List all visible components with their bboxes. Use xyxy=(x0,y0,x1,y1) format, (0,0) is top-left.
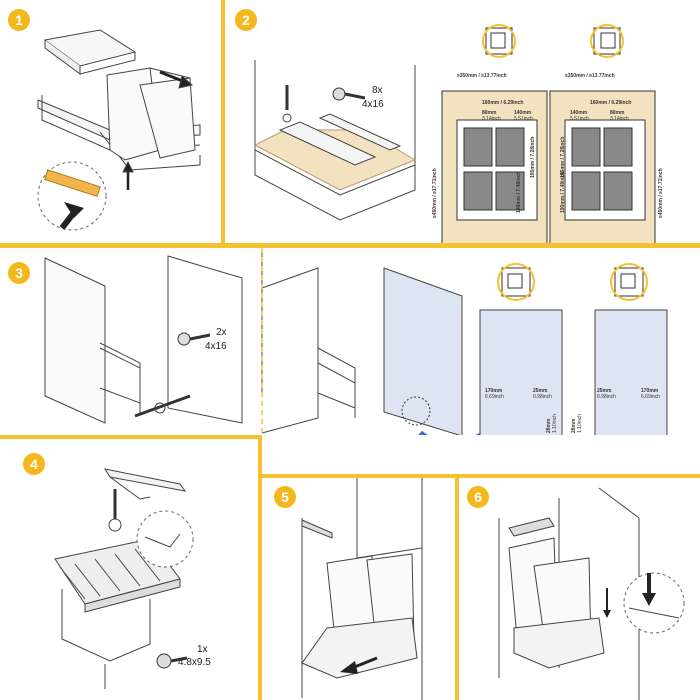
step-3-illustration: 2x 4x16 170mm 6.69inch 25mm 0.98inch 28m… xyxy=(44,248,668,435)
cabinet-diagram-left: ≥350mm / ≥13.77inch 160mm / 6.29inch 80m… xyxy=(432,24,548,243)
svg-text:25mm: 25mm xyxy=(533,388,548,394)
step-3-badge: 3 xyxy=(8,262,30,284)
svg-text:3.14inch: 3.14inch xyxy=(482,116,501,122)
divider-v-top xyxy=(221,0,225,243)
divider-v-bottom xyxy=(455,474,459,700)
step-3-panel: 2x 4x16 170mm 6.69inch 25mm 0.98inch 28m… xyxy=(0,248,700,435)
step-1-badge: 1 xyxy=(8,9,30,31)
svg-text:140mm: 140mm xyxy=(570,110,588,116)
screw-icon xyxy=(177,332,211,346)
svg-text:190mm / 7.48inch: 190mm / 7.48inch xyxy=(516,172,522,213)
step4-screw-size: 4.8x9.5 xyxy=(178,657,211,668)
step-5-badge: 5 xyxy=(274,486,296,508)
svg-text:185mm / 7.28inch: 185mm / 7.28inch xyxy=(560,137,566,178)
svg-text:≥450mm / ≥17.71inch: ≥450mm / ≥17.71inch xyxy=(432,168,438,218)
step-5-illustration xyxy=(301,478,423,700)
cabinet-left-hinge-icon xyxy=(593,27,621,55)
step-6-panel xyxy=(459,478,700,700)
step-6-badge: 6 xyxy=(467,486,489,508)
svg-text:3.14inch: 3.14inch xyxy=(610,116,629,122)
divider-v-mid xyxy=(258,435,262,700)
step-4-badge: 4 xyxy=(23,453,45,475)
step-2-badge: 2 xyxy=(235,9,257,31)
svg-text:80mm: 80mm xyxy=(482,110,497,116)
svg-text:≥350mm / ≥13.77inch: ≥350mm / ≥13.77inch xyxy=(565,73,615,79)
step2-screw-qty: 8x xyxy=(372,85,383,96)
svg-text:25mm: 25mm xyxy=(597,388,612,394)
step3-screw-size: 4x16 xyxy=(205,341,227,352)
svg-text:170mm: 170mm xyxy=(485,388,503,394)
cabinet-right-hinge-icon xyxy=(485,27,513,55)
svg-text:5.51inch: 5.51inch xyxy=(570,116,589,122)
divider-h-mid xyxy=(0,435,258,439)
screw-icon xyxy=(156,653,188,669)
step-4-illustration: 1x 4.8x9.5 xyxy=(54,468,211,689)
svg-text:0.98inch: 0.98inch xyxy=(597,394,616,400)
svg-text:170mm: 170mm xyxy=(641,388,659,394)
svg-text:28mm: 28mm xyxy=(571,418,577,433)
cabinet-diagram-right: ≥350mm / ≥13.77inch 160mm / 6.29inch 140… xyxy=(549,24,664,243)
step-4-panel: 1x 4.8x9.5 xyxy=(0,439,258,700)
svg-text:185mm / 7.28inch: 185mm / 7.28inch xyxy=(530,137,536,178)
svg-text:6.69inch: 6.69inch xyxy=(485,394,504,400)
step2-screw-size: 4x16 xyxy=(362,99,384,110)
svg-text:160mm / 6.29inch: 160mm / 6.29inch xyxy=(482,100,523,106)
screw-icon xyxy=(332,87,366,101)
svg-text:6.69inch: 6.69inch xyxy=(641,394,660,400)
svg-text:190mm / 7.48inch: 190mm / 7.48inch xyxy=(560,172,566,213)
step-1-panel xyxy=(0,0,221,243)
svg-text:≥350mm / ≥13.77inch: ≥350mm / ≥13.77inch xyxy=(457,73,507,79)
svg-text:5.51inch: 5.51inch xyxy=(514,116,533,122)
step-6-illustration xyxy=(498,487,685,700)
divider-h-mid-right xyxy=(258,474,700,478)
svg-text:0.98inch: 0.98inch xyxy=(533,394,552,400)
svg-text:80mm: 80mm xyxy=(610,110,625,116)
svg-text:160mm / 6.29inch: 160mm / 6.29inch xyxy=(590,100,631,106)
door-diagram-right: 25mm 0.98inch 170mm 6.69inch 28mm 1.10in… xyxy=(571,263,668,435)
svg-text:≥450mm / ≥17.71inch: ≥450mm / ≥17.71inch xyxy=(658,168,664,218)
step3-screw-qty: 2x xyxy=(216,327,227,338)
step4-screw-qty: 1x xyxy=(197,644,208,655)
svg-text:1.10inch: 1.10inch xyxy=(577,414,583,433)
svg-text:1.10inch: 1.10inch xyxy=(552,414,558,433)
door-diagram-left: 170mm 6.69inch 25mm 0.98inch 28mm 1.10in… xyxy=(479,263,563,435)
step-2-panel: 8x 4x16 ≥350mm / ≥13.77inch 160mm / 6.29… xyxy=(225,0,700,243)
step-1-illustration xyxy=(37,29,201,231)
step-2-illustration: 8x 4x16 ≥350mm / ≥13.77inch 160mm / 6.29… xyxy=(253,24,664,243)
svg-text:28mm: 28mm xyxy=(546,418,552,433)
divider-h-top xyxy=(0,243,700,248)
svg-text:140mm: 140mm xyxy=(514,110,532,116)
step-5-panel xyxy=(262,478,455,700)
